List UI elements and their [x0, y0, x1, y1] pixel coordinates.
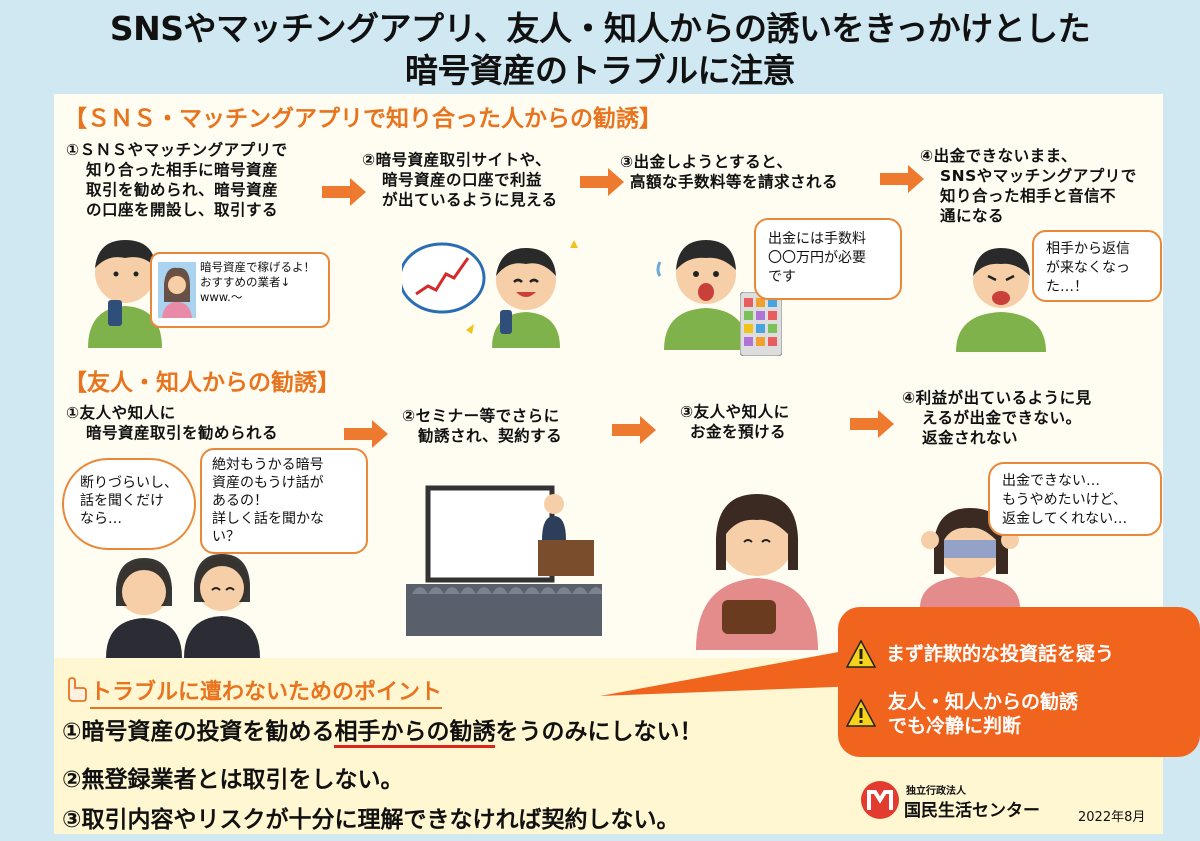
woman-handing-money-figure	[696, 494, 818, 650]
friend-step-3-line: ③友人や知人に	[680, 403, 790, 421]
sns-step-1-line: ①ＳＮＳやマッチングアプリで	[66, 141, 288, 159]
friend-step-2-line: 勧誘され、契約する	[418, 427, 563, 445]
title-line-1: SNSやマッチングアプリ、友人・知人からの誘いをきっかけとした	[109, 9, 1091, 48]
sns-step-2-line: が出ているように見える	[382, 191, 558, 209]
callout-line-2: 友人・知人からの勧誘 でも冷静に判断	[888, 690, 1078, 738]
friend-step-4-line: えるが出金できない。	[922, 409, 1082, 427]
arrow-right-icon	[580, 168, 624, 196]
two-women-figure	[106, 554, 260, 658]
sns-step-2: ②暗号資産取引サイトや、 暗号資産の口座で利益 が出ているように見える	[362, 150, 558, 210]
bubble-line: が来なくなっ	[1046, 260, 1130, 276]
speech-bubble-no-refund: 出金できない… もうやめたいけど、 返金してくれない…	[988, 462, 1162, 536]
bubble-line: 返金してくれない…	[1002, 511, 1128, 527]
speech-bubble-friend-invite: 絶対もうかる暗号 資産のもうけ話が あるの！ 詳しく話を聞かな い？	[200, 448, 368, 554]
bubble-line: 資産のもうけ話が	[212, 475, 324, 491]
profile-photo-icon	[158, 262, 196, 318]
sns-step-4-line: 知り合った相手と音信不	[940, 187, 1117, 205]
speech-bubble-sns-invite: 暗号資産で稼げるよ！ おすすめの業者↓ www.～	[150, 252, 330, 328]
bubble-line: なら…	[80, 511, 122, 527]
bubble-line: おすすめの業者↓	[200, 275, 291, 289]
friend-step-4: ④利益が出ているように見 えるが出金できない。 返金されない	[902, 388, 1092, 448]
shocked-man-figure	[656, 240, 748, 350]
sns-section-heading: 【ＳＮＳ・マッチングアプリで知り合った人からの勧誘】	[64, 106, 662, 132]
bubble-line: あるの！	[212, 493, 268, 509]
arrow-right-icon	[612, 416, 656, 444]
arrow-right-icon	[344, 420, 388, 448]
warning-icon	[846, 699, 876, 727]
kokumin-logo-icon	[861, 781, 899, 819]
friend-step-2: ②セミナー等でさらに 勧誘され、契約する	[402, 406, 562, 446]
sns-step-1: ①ＳＮＳやマッチングアプリで 知り合った相手に暗号資産 取引を勧められ、暗号資産…	[66, 140, 288, 220]
bubble-line: です	[768, 269, 796, 285]
arrow-right-icon	[850, 410, 894, 438]
sns-step-1-line: 取引を勧められ、暗号資産	[86, 181, 279, 199]
bubble-line: 絶対もうかる暗号	[212, 457, 324, 473]
bubble-line: 話を聞くだけ	[80, 493, 164, 509]
sns-step-2-line: ②暗号資産取引サイトや、	[362, 151, 552, 169]
angry-man-figure	[956, 248, 1046, 352]
friend-step-1-line: 暗号資産取引を勧められる	[86, 424, 279, 442]
sns-step-4-line: ④出金できないまま、	[920, 147, 1078, 165]
bubble-line: 断りづらいし、	[80, 475, 178, 491]
point-2: ②無登録業者とは取引をしない。	[62, 767, 404, 793]
smartphone-icon	[740, 292, 782, 356]
callout-tail	[600, 648, 860, 696]
seminar-figure	[406, 485, 602, 636]
man-with-phone-figure	[88, 240, 162, 348]
points-heading: トラブルに遭わないためのポイント	[90, 674, 443, 709]
chart-line-icon	[415, 257, 470, 296]
bubble-line: 出金できない…	[1002, 473, 1100, 489]
friend-step-2-line: ②セミナー等でさらに	[402, 407, 560, 425]
sns-step-3-line: ③出金しようとすると、	[620, 153, 793, 171]
sns-step-3: ③出金しようとすると、 高額な手数料等を請求される	[620, 152, 838, 192]
sns-step-4: ④出金できないまま、 SNSやマッチングアプリで 知り合った相手と音信不 通にな…	[920, 146, 1137, 226]
thought-bubble-hesitant: 断りづらいし、 話を聞くだけ なら…	[62, 458, 196, 550]
bubble-line: た…！	[1046, 279, 1088, 295]
main-title: SNSやマッチングアプリ、友人・知人からの誘いをきっかけとした 暗号資産のトラブ…	[0, 8, 1200, 92]
arrow-right-icon	[880, 165, 924, 193]
friend-section-heading: 【友人・知人からの勧誘】	[64, 370, 340, 396]
bubble-line: 〇〇万円が必要	[768, 250, 866, 266]
pointing-finger-icon	[68, 677, 87, 702]
sns-step-4-line: SNSやマッチングアプリで	[940, 167, 1137, 185]
bubble-line: 出金には手数料	[768, 231, 866, 247]
arrow-right-icon	[322, 178, 366, 206]
warning-icon	[846, 640, 876, 668]
warning-callout	[838, 607, 1200, 757]
speech-bubble-no-reply: 相手から返信 が来なくなっ た…！	[1032, 230, 1162, 302]
title-line-2: 暗号資産のトラブルに注意	[405, 51, 796, 90]
bubble-line: もうやめたいけど、	[1002, 492, 1127, 508]
friend-step-4-line: 返金されない	[922, 429, 1019, 447]
point-1-emphasis: 相手からの勧誘	[334, 719, 496, 748]
speech-bubble-fee-demand: 出金には手数料 〇〇万円が必要 です	[754, 218, 902, 300]
rising-profit-figure	[402, 240, 578, 348]
sns-step-2-line: 暗号資産の口座で利益	[382, 171, 543, 189]
sns-step-4-line: 通になる	[940, 207, 1005, 225]
callout-line-1: まず詐欺的な投資話を疑う	[886, 643, 1115, 665]
callout-line-2b: でも冷静に判断	[888, 715, 1022, 737]
sns-step-1-line: 知り合った相手に暗号資産	[86, 161, 279, 179]
sns-step-1-line: の口座を開設し、取引する	[86, 201, 279, 219]
point-3: ③取引内容やリスクが十分に理解できなければ契約しない。	[62, 807, 680, 833]
friend-step-3: ③友人や知人に お金を預ける	[680, 402, 790, 442]
sns-step-3-line: 高額な手数料等を請求される	[630, 173, 839, 191]
friend-step-1-line: ①友人や知人に	[66, 404, 176, 422]
friend-step-3-line: お金を預ける	[690, 423, 787, 441]
bubble-line: www.～	[200, 290, 243, 304]
bubble-line: 詳しく話を聞かな	[212, 511, 324, 527]
org-name: 国民生活センター	[904, 801, 1040, 821]
friend-step-1: ①友人や知人に 暗号資産取引を勧められる	[66, 403, 278, 443]
point-1-pre: ①暗号資産の投資を勧める	[62, 719, 335, 745]
point-1-post: をうのみにしない！	[495, 719, 703, 745]
publication-date: 2022年8月	[1078, 810, 1146, 825]
bubble-line: 相手から返信	[1046, 241, 1130, 257]
callout-line-2a: 友人・知人からの勧誘	[888, 691, 1079, 713]
friend-step-4-line: ④利益が出ているように見	[902, 389, 1092, 407]
bubble-line: い？	[212, 529, 240, 545]
org-type: 独立行政法人	[906, 786, 966, 797]
bubble-line: 暗号資産で稼げるよ！	[200, 260, 315, 274]
point-1: ①暗号資産の投資を勧める相手からの勧誘をうのみにしない！	[62, 712, 703, 748]
